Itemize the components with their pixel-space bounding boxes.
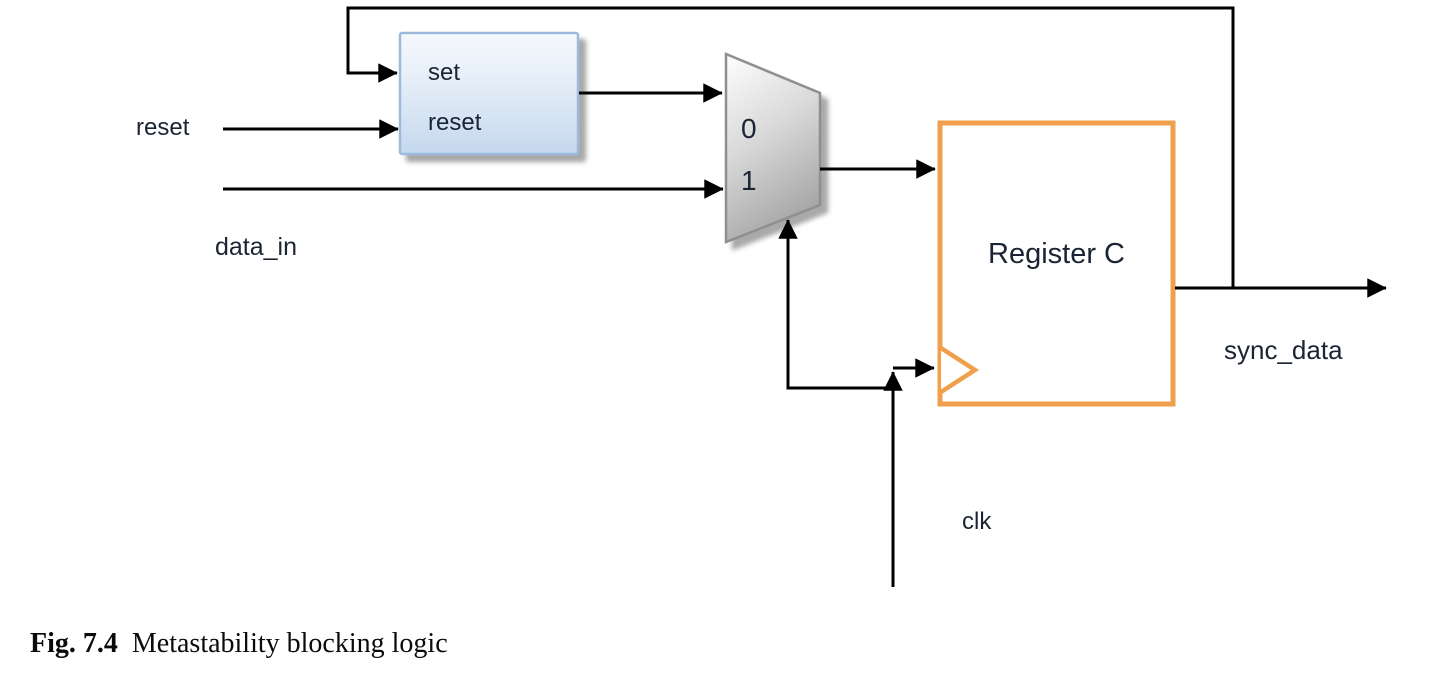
reset-signal-label: reset — [136, 114, 190, 141]
data-in-label: data_in — [215, 233, 298, 261]
figure-caption-text: Metastability blocking logic — [131, 628, 448, 659]
clock-edge-triangle-icon — [939, 346, 980, 394]
register-label: Register C — [988, 238, 1125, 270]
latch-reset-label: reset — [428, 109, 482, 136]
sync-data-label: sync_data — [1224, 335, 1343, 365]
clk-label: clk — [962, 508, 992, 535]
sr-latch-box — [398, 31, 580, 156]
feedback-wire — [346, 6, 1235, 288]
register-box — [937, 120, 1176, 407]
mux-shape — [724, 52, 822, 244]
mux-select-wire — [778, 219, 893, 390]
latch-set-label: set — [428, 59, 461, 86]
figure-caption: Fig. 7.4 Metastability blocking logic — [30, 628, 448, 660]
figure-caption-number: Fig. 7.4 — [30, 628, 118, 659]
mux-input1-label: 1 — [741, 165, 757, 196]
mux-input0-label: 0 — [741, 113, 757, 144]
